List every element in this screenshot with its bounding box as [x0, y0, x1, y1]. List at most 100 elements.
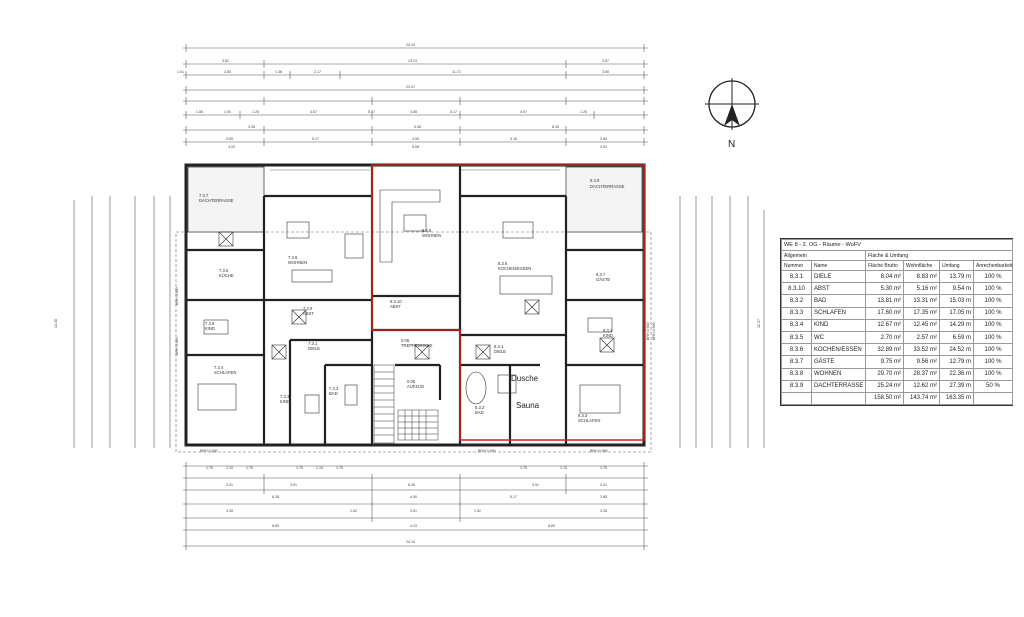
label-sauna: Sauna	[516, 401, 540, 410]
room-7-3-3-name: KIND	[280, 399, 290, 404]
col-name: Name	[811, 260, 866, 271]
cell-gross: 9.75 m²	[865, 355, 904, 369]
dim-bot-r5-b: 4.23	[410, 524, 417, 528]
room-8-3-1-name: DIELE	[494, 349, 506, 354]
cell-perimeter: 6.59 m	[939, 330, 974, 345]
room-7-3-2-number: 7.3.2	[329, 386, 339, 391]
room-8-3-4-number: 8.3.4	[603, 328, 613, 333]
table-sub-general: Allgemein	[781, 250, 866, 261]
dim-top-r6-c: 3.06	[412, 137, 419, 141]
shaft-markers	[218, 231, 615, 360]
top-dimension-ticks	[185, 44, 645, 146]
cell-credit: 100 %	[972, 306, 1014, 320]
room-8-3-10-number: 8.3.10	[390, 299, 402, 304]
dim-top-r2-c: 1.36	[275, 70, 282, 74]
dim-bot-r2-a: 3.31	[226, 483, 233, 487]
cell-name: SCHLAFEN	[811, 306, 866, 320]
room-8-3-7-name: GÄSTE	[596, 277, 610, 282]
dim-bot-r1-i: 1.75	[600, 466, 607, 470]
room-7-3-5-number: 7.3.5	[205, 321, 215, 326]
room-7-3-7-number: 7.3.7	[199, 193, 209, 198]
cell-credit: 50 %	[972, 379, 1014, 393]
dim-top-r5-c: 8.28	[552, 125, 559, 129]
dim-top-r6-g: 5.08	[412, 145, 419, 149]
dim-bot-r5-a: 8.69	[272, 524, 279, 528]
room-0-06-number: 0.06	[407, 379, 416, 384]
room-8-3-6-number: 8.3.6	[498, 261, 508, 266]
room-area-table: WE 8 - 2. OG - Räume - WoFV Allgemein Fl…	[780, 238, 1014, 407]
room-0-06-name: AUFZUG	[407, 384, 424, 389]
label-dusche: Dusche	[511, 374, 539, 383]
brh-label-2: BRH 0.600	[175, 287, 179, 305]
col-perimeter: Umfang	[939, 260, 974, 271]
dim-top-r4-f: 4.85	[410, 110, 417, 114]
cell-credit: 100 %	[972, 343, 1014, 357]
dim-bot-r2-c: 6.28	[408, 483, 415, 487]
room-0-05-number: 0.05	[401, 338, 410, 343]
terrace-left	[187, 166, 370, 233]
cell-gross: 5.30 m²	[865, 282, 904, 296]
dim-bot-r1-c: 1.75	[246, 466, 253, 470]
room-7-3-2-name: BAD	[329, 391, 338, 396]
cell-living: 13.31 m²	[903, 294, 940, 308]
room-7-3-4-name: SCHLAFEN	[214, 370, 236, 375]
dim-bot-r3-c: 5.17	[510, 495, 517, 499]
dim-top-r6-e: 3.80	[600, 137, 607, 141]
room-8-3-9-name: DACHTERRASSE	[590, 184, 625, 189]
dim-top-r5-a: 3.28	[248, 125, 255, 129]
bottom-dimension-chains	[183, 465, 648, 547]
dim-top-r2-f: 3.80	[602, 70, 609, 74]
brh-label-5: BRH 0.600	[200, 449, 218, 453]
dim-top-r2-d: 2.17	[314, 70, 321, 74]
brh-label-6: BRH 0.950	[478, 449, 496, 453]
cell-number: 8.3.4	[781, 318, 812, 332]
left-dimension-chains	[73, 196, 171, 448]
cell-living: 17.35 m²	[903, 306, 940, 320]
cell-perimeter: 12.79 m	[939, 355, 974, 369]
table-row: 8.3.4 KIND 12.67 m² 12.45 m² 14.29 m 100…	[781, 318, 1014, 332]
dim-bot-r2-e: 3.31	[600, 483, 607, 487]
brh-label-1: BRH 0.600	[175, 337, 179, 355]
cell-number: 8.3.9	[781, 379, 812, 393]
dim-bot-r5-c: 8.69	[548, 524, 555, 528]
table-sub-area: Fläche & Umfang	[864, 250, 1014, 261]
dim-bot-r3-b: 4.50	[410, 495, 417, 499]
dim-bot-r4-e: 3.28	[600, 509, 607, 513]
table-row: 8.3.1 DIELE 8.04 m² 8.83 m² 13.79 m 100 …	[781, 269, 1014, 284]
bottom-dimension-ticks	[185, 462, 645, 550]
total-gross: 158.50 m²	[865, 391, 904, 406]
room-7-3-7-name: DACHTERRASSE	[199, 198, 234, 203]
cell-number: 8.3.2	[781, 294, 812, 308]
dim-right-total: 12.37	[757, 319, 761, 328]
dim-top-r1-b: 14.23	[408, 59, 417, 63]
total-perimeter: 163.35 m	[939, 391, 974, 406]
room-7-3-5-name: KIND	[205, 326, 215, 331]
room-8-3-8-name: WOHNEN	[422, 233, 441, 238]
dim-top-r3: 23.47	[406, 85, 415, 89]
cell-perimeter: 13.79 m	[939, 269, 974, 284]
room-0-05-name: TREPPENHAUS	[401, 343, 433, 348]
dim-top-r2-b: 3.80	[224, 70, 231, 74]
dim-bot-r1-f: 1.75	[336, 466, 343, 470]
cell-living: 5.16 m²	[903, 282, 940, 296]
room-8-3-2-name: BAD	[475, 410, 484, 415]
cell-name: WC	[811, 330, 866, 345]
cell-name: ABST	[811, 282, 866, 296]
dim-top-r2-e: 11.72	[452, 70, 461, 74]
brh-label-4: BRH 0.900	[652, 322, 656, 340]
cell-credit: 100 %	[972, 318, 1014, 332]
table-row: 8.3.7 GÄSTE 9.75 m² 9.56 m² 12.79 m 100 …	[781, 355, 1014, 369]
cell-gross: 25.24 m²	[865, 379, 904, 393]
cell-name: KIND	[811, 318, 866, 332]
cell-name: WOHNEN	[811, 367, 866, 381]
room-7-3-8-number: 7.3.8	[288, 255, 298, 260]
compass-letter: N	[728, 139, 735, 150]
dim-top-r4-h: 4.57	[520, 110, 527, 114]
table-row: 8.3.3 SCHLAFEN 17.60 m² 17.35 m² 17.05 m…	[781, 306, 1014, 320]
dim-bot-r4-a: 3.28	[226, 509, 233, 513]
dim-bot-r4-b: 1.52	[350, 509, 357, 513]
cell-credit: 100 %	[972, 367, 1014, 381]
furniture	[197, 189, 621, 414]
room-8-3-7-number: 8.3.7	[596, 272, 606, 277]
